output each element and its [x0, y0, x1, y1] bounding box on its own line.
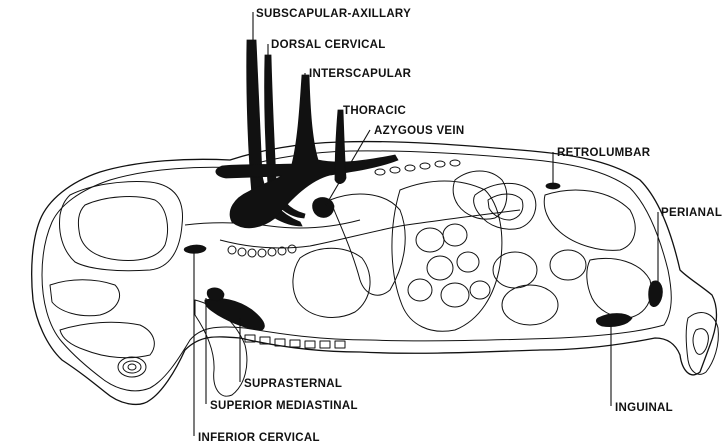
- pelvis: [587, 258, 651, 318]
- brain: [78, 197, 167, 261]
- sternum-beads: [245, 335, 345, 348]
- label-retrolumbar: RETROLUMBAR: [557, 147, 651, 159]
- label-suprasternal: SUPRASTERNAL: [244, 378, 342, 390]
- fat-thoracic: [335, 110, 346, 184]
- lung: [330, 194, 405, 295]
- fat-superior-mediastinal: [207, 288, 224, 301]
- fat-interscapular: [216, 75, 398, 228]
- kidney-inner: [488, 194, 523, 220]
- ear-whorl-outer: [118, 357, 146, 377]
- fat-inguinal: [596, 314, 632, 327]
- intestine-loops: [408, 224, 586, 325]
- label-inferior-cervical: INFERIOR CERVICAL: [198, 432, 320, 444]
- label-perianal: PERIANAL: [661, 207, 722, 219]
- label-interscapular: INTERSCAPULAR: [309, 68, 412, 80]
- liver: [392, 181, 502, 331]
- cervical-cord: [185, 220, 360, 228]
- label-superior-mediastinal: SUPERIOR MEDIASTINAL: [210, 400, 358, 412]
- label-thoracic: THORACIC: [343, 105, 406, 117]
- body-outline: [32, 142, 717, 405]
- fat-suprasternal: [205, 298, 265, 330]
- label-azygous-vein: AZYGOUS VEIN: [374, 125, 465, 137]
- label-subscapular-axillary: SUBSCAPULAR-AXILLARY: [256, 8, 411, 20]
- bladder: [544, 190, 635, 250]
- ear-whorl-mid: [123, 361, 141, 373]
- fat-perianal: [649, 281, 663, 307]
- fat-inferior-cervical: [184, 245, 206, 253]
- heart: [293, 248, 370, 317]
- fat-azygous-vein: [313, 198, 334, 218]
- tail-coil: [693, 329, 708, 355]
- nasal-cavity: [50, 280, 120, 316]
- label-inguinal: INGUINAL: [615, 402, 673, 414]
- label-dorsal-cervical: DORSAL CERVICAL: [271, 39, 386, 51]
- jaw: [60, 322, 154, 357]
- ear-whorl-inner: [128, 364, 136, 370]
